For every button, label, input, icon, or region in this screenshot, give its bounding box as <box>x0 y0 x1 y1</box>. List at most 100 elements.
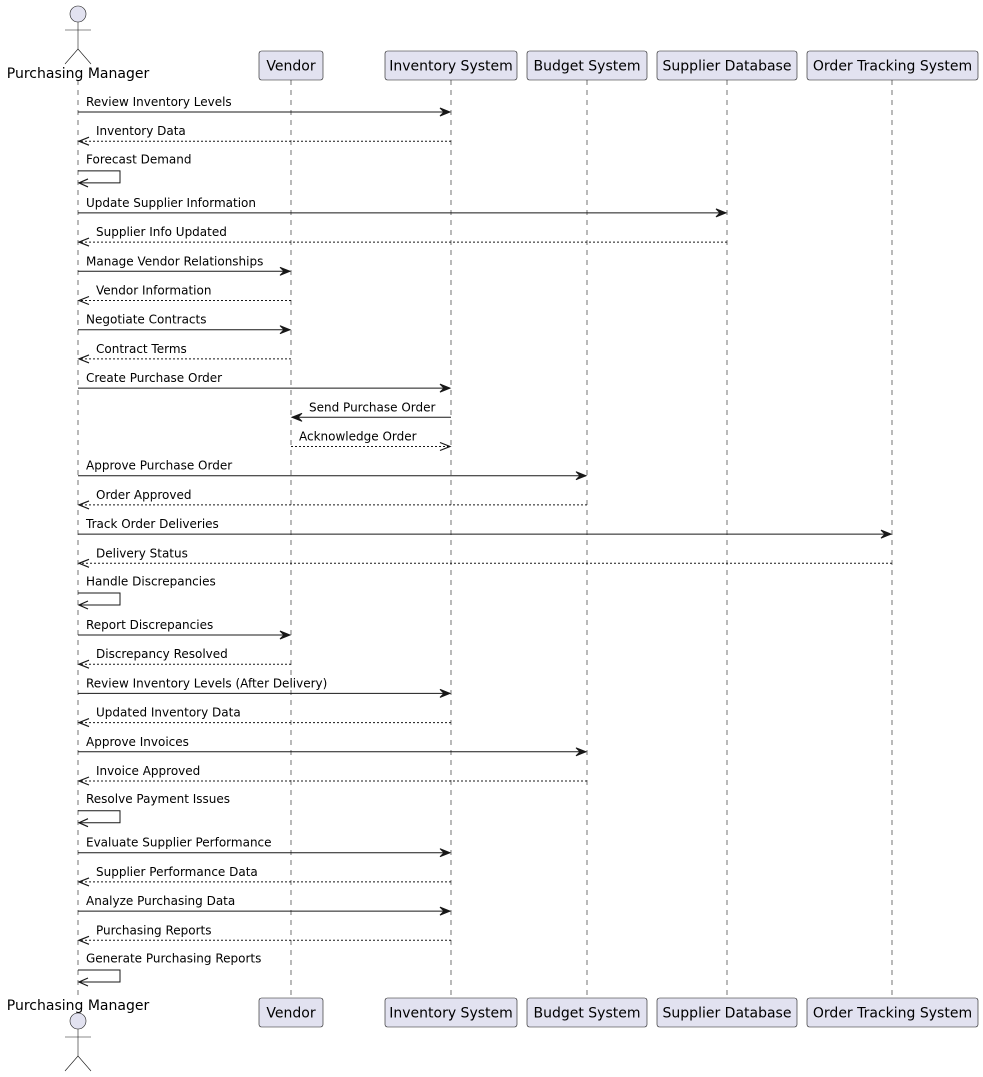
message-label: Review Inventory Levels (After Delivery) <box>86 676 327 690</box>
participant-label-supplier-bottom: Supplier Database <box>663 1006 792 1022</box>
participant-label-budget-top: Budget System <box>533 59 640 75</box>
participant-ots-bottom: Order Tracking System <box>806 997 979 1028</box>
arrow-head <box>439 848 452 858</box>
participant-label-inv-bottom: Inventory System <box>389 1006 513 1022</box>
actor-limb <box>77 48 92 65</box>
self-message-line <box>78 592 121 606</box>
self-message-line <box>78 170 121 184</box>
arrow-head <box>77 877 90 887</box>
participant-inv-top: Inventory System <box>384 50 518 81</box>
message-label: Updated Inventory Data <box>96 706 241 720</box>
participant-supplier-top: Supplier Database <box>656 50 798 81</box>
participant-label-vendor-top: Vendor <box>266 59 315 75</box>
message-6: Vendor Information <box>77 284 291 306</box>
message-27: Purchasing Reports <box>77 923 451 945</box>
arrow-head <box>77 659 90 669</box>
message-15: Delivery Status <box>77 546 892 568</box>
message-1: Inventory Data <box>77 124 451 146</box>
participant-label-pm-bottom: Purchasing Manager <box>7 998 150 1014</box>
arrow-head <box>290 412 303 422</box>
message-label: Approve Invoices <box>86 735 189 749</box>
arrow-head <box>279 266 292 276</box>
message-22: Invoice Approved <box>77 764 587 786</box>
message-label: Vendor Information <box>96 284 211 298</box>
arrow-head <box>77 178 89 188</box>
lifelines <box>77 80 893 998</box>
participant-vendor-bottom: Vendor <box>258 997 324 1028</box>
actor-limb <box>64 48 79 65</box>
participant-box <box>258 997 324 1028</box>
actor-top: Purchasing Manager <box>7 5 149 82</box>
message-label: Invoice Approved <box>96 764 200 778</box>
participant-budget-bottom: Budget System <box>526 997 648 1028</box>
participant-box <box>258 50 324 81</box>
participant-box <box>806 50 979 81</box>
message-20: Updated Inventory Data <box>77 706 451 728</box>
participant-box <box>384 50 518 81</box>
message-2: Forecast Demand <box>77 152 191 188</box>
participant-label-vendor-bottom: Vendor <box>266 1006 315 1022</box>
message-label: Generate Purchasing Reports <box>86 952 261 966</box>
message-label: Acknowledge Order <box>299 430 417 444</box>
message-10: Send Purchase Order <box>290 400 451 422</box>
arrow-head <box>575 471 588 481</box>
arrow-head <box>439 383 452 393</box>
arrow-head <box>77 558 90 568</box>
message-label: Resolve Payment Issues <box>86 792 230 806</box>
message-14: Track Order Deliveries <box>78 517 893 539</box>
message-19: Review Inventory Levels (After Delivery) <box>78 676 452 698</box>
message-25: Supplier Performance Data <box>77 865 451 887</box>
participant-label-ots-top: Order Tracking System <box>813 59 972 75</box>
arrow-head <box>77 295 90 306</box>
message-label: Inventory Data <box>96 124 186 138</box>
message-13: Order Approved <box>77 488 587 510</box>
message-label: Create Purchase Order <box>86 371 222 385</box>
self-message-line <box>78 810 121 824</box>
message-9: Create Purchase Order <box>78 371 452 393</box>
message-label: Send Purchase Order <box>309 400 436 414</box>
message-label: Negotiate Contracts <box>86 313 207 327</box>
participant-label-ots-bottom: Order Tracking System <box>813 1006 972 1022</box>
message-3: Update Supplier Information <box>78 196 728 218</box>
message-label: Contract Terms <box>96 342 187 356</box>
participant-supplier-bottom: Supplier Database <box>656 997 798 1028</box>
arrow-head <box>575 747 588 757</box>
participant-ots-top: Order Tracking System <box>806 50 979 81</box>
actor-limb <box>77 1055 92 1072</box>
message-0: Review Inventory Levels <box>78 95 452 117</box>
participant-box <box>806 997 979 1028</box>
message-label: Approve Purchase Order <box>86 459 232 473</box>
message-28: Generate Purchasing Reports <box>77 952 261 987</box>
message-label: Order Approved <box>96 488 191 502</box>
message-label: Track Order Deliveries <box>85 517 219 531</box>
message-label: Analyze Purchasing Data <box>86 894 235 908</box>
participant-box <box>656 997 798 1028</box>
message-8: Contract Terms <box>77 342 291 364</box>
message-11: Acknowledge Order <box>291 430 452 452</box>
arrow-head <box>880 529 893 539</box>
message-label: Purchasing Reports <box>96 923 212 937</box>
arrow-head <box>279 630 292 640</box>
message-label: Update Supplier Information <box>86 196 256 210</box>
message-label: Evaluate Supplier Performance <box>86 836 272 850</box>
participant-budget-top: Budget System <box>526 50 648 81</box>
arrow-head <box>77 600 89 610</box>
message-24: Evaluate Supplier Performance <box>78 836 452 858</box>
participant-inv-bottom: Inventory System <box>384 997 518 1028</box>
message-label: Manage Vendor Relationships <box>86 254 263 268</box>
arrow-head <box>77 718 90 728</box>
actor-bottom: Purchasing Manager <box>7 998 150 1072</box>
arrow-head <box>77 818 89 828</box>
arrow-head <box>77 776 90 786</box>
participant-label-budget-bottom: Budget System <box>533 1006 640 1022</box>
participant-label-inv-top: Inventory System <box>389 59 513 75</box>
arrow-head <box>439 107 452 117</box>
arrow-head <box>715 208 728 218</box>
participant-box <box>526 997 648 1028</box>
message-label: Review Inventory Levels <box>86 95 232 109</box>
arrow-head <box>77 500 90 510</box>
